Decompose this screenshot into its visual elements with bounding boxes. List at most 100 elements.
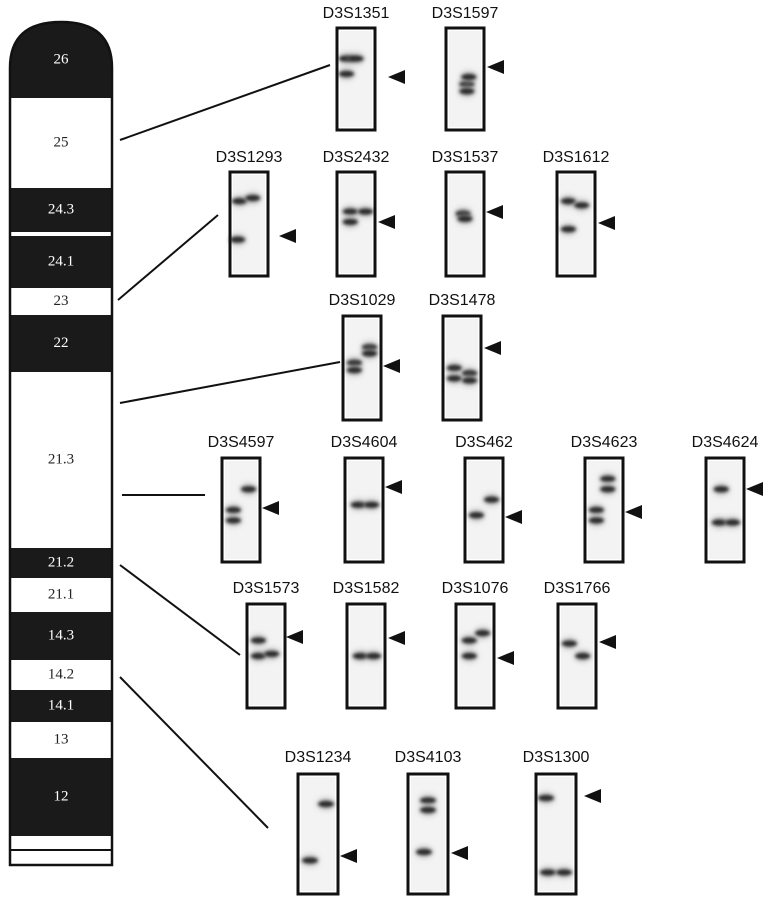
gel-panel: D3S1766 — [544, 580, 616, 710]
gel-frame — [441, 314, 483, 422]
marker-label: D3S1612 — [543, 149, 610, 166]
gel-band — [250, 637, 266, 644]
gel-frame — [296, 772, 340, 896]
marker-label: D3S1766 — [544, 580, 611, 597]
band-label: 21.3 — [48, 451, 74, 467]
marker-label: D3S1573 — [233, 580, 300, 597]
chromosome-band — [10, 288, 112, 315]
gel-band — [357, 208, 374, 215]
marker-label: D3S1076 — [442, 580, 509, 597]
gel-band — [338, 70, 355, 78]
gel-band — [725, 519, 741, 526]
gel-frame — [335, 170, 377, 278]
gel-band — [538, 794, 554, 802]
gel-band — [588, 517, 605, 524]
gel-band — [245, 194, 261, 202]
gel-frame — [463, 456, 505, 564]
arrowhead-icon — [487, 60, 504, 74]
chromosome-band — [10, 578, 112, 612]
gel-band — [420, 806, 436, 814]
marker-label: D3S1478 — [429, 292, 496, 309]
gel-band — [540, 869, 556, 876]
gel-panel: D3S1478 — [429, 292, 501, 422]
gel-band — [362, 350, 378, 357]
chromosome-band — [10, 758, 112, 836]
chromosome-band — [10, 690, 112, 722]
band-label: 12 — [54, 788, 69, 804]
band-label: 25 — [54, 134, 69, 150]
marker-group: D3S1029 D3S1478 — [329, 292, 501, 422]
gel-frame — [345, 602, 387, 710]
gel-band — [575, 652, 591, 660]
gel-panel: D3S2432 — [323, 149, 395, 278]
gel-band — [713, 486, 729, 493]
band-label: 13 — [54, 731, 69, 747]
marker-label: D3S4597 — [208, 434, 275, 451]
gel-band — [348, 55, 364, 62]
gel-band — [468, 512, 484, 519]
arrowhead-icon — [383, 359, 400, 373]
gel-band — [560, 226, 577, 233]
arrowhead-icon — [279, 229, 296, 243]
marker-label: D3S4623 — [571, 434, 638, 451]
gel-panel: D3S1293 — [216, 149, 296, 278]
gel-background — [301, 777, 335, 891]
arrowhead-icon — [388, 631, 405, 645]
gel-frame — [454, 602, 496, 710]
marker-label: D3S2432 — [323, 149, 390, 166]
connector-lines — [117, 64, 341, 829]
gel-frame — [704, 456, 746, 564]
arrowhead-icon — [598, 216, 615, 230]
gel-frame — [444, 170, 486, 278]
gel-panel: D3S1573 — [233, 580, 303, 710]
gel-band — [457, 215, 473, 222]
connector-line-group-1 — [119, 64, 331, 141]
chromosome-ideogram: 262524.324.1232221.321.221.114.314.214.1… — [8, 20, 114, 867]
arrowhead-icon — [486, 205, 503, 219]
gel-band — [366, 652, 382, 660]
arrowhead-icon — [388, 70, 405, 84]
band-label: 24.3 — [48, 201, 74, 217]
gel-band — [461, 637, 477, 644]
gel-band — [446, 375, 462, 382]
arrowhead-icon — [378, 215, 395, 229]
gel-frame — [220, 456, 262, 564]
gel-frame — [534, 772, 578, 896]
gel-band — [574, 202, 590, 209]
gel-band — [250, 652, 266, 660]
gel-background — [709, 461, 741, 559]
gel-panel: D3S1029 — [329, 292, 400, 422]
gel-panel: D3S462 — [455, 434, 522, 564]
marker-group: D3S1293 D3S2432 D3S1537 D3S1612 — [216, 149, 615, 278]
gel-band — [556, 869, 572, 876]
chromosome-band — [10, 22, 112, 98]
arrowhead-icon — [451, 846, 468, 860]
gel-band — [346, 366, 362, 374]
gel-band — [484, 496, 500, 503]
marker-label: D3S4103 — [395, 749, 462, 766]
arrowhead-icon — [262, 501, 279, 515]
marker-label: D3S1351 — [323, 5, 390, 22]
marker-label: D3S1537 — [432, 149, 499, 166]
gel-background — [411, 777, 445, 891]
marker-label: D3S4604 — [331, 434, 398, 451]
gel-panel: D3S1300 — [523, 749, 601, 896]
arrowhead-icon — [497, 651, 514, 665]
marker-label: D3S1234 — [285, 749, 352, 766]
gel-band — [561, 640, 578, 647]
gel-band — [459, 88, 475, 95]
gel-frame — [556, 602, 598, 710]
gel-panel: D3S1234 — [285, 749, 357, 896]
gel-band — [420, 797, 436, 804]
gel-band — [461, 73, 477, 81]
chromosome-band — [10, 236, 112, 288]
arrowhead-icon — [584, 789, 601, 803]
gel-band — [241, 486, 257, 493]
band-label: 23 — [54, 293, 69, 309]
band-label: 14.3 — [48, 627, 74, 643]
arrowhead-icon — [746, 482, 763, 496]
band-label: 14.1 — [48, 697, 74, 713]
chromosome-band — [10, 612, 112, 660]
